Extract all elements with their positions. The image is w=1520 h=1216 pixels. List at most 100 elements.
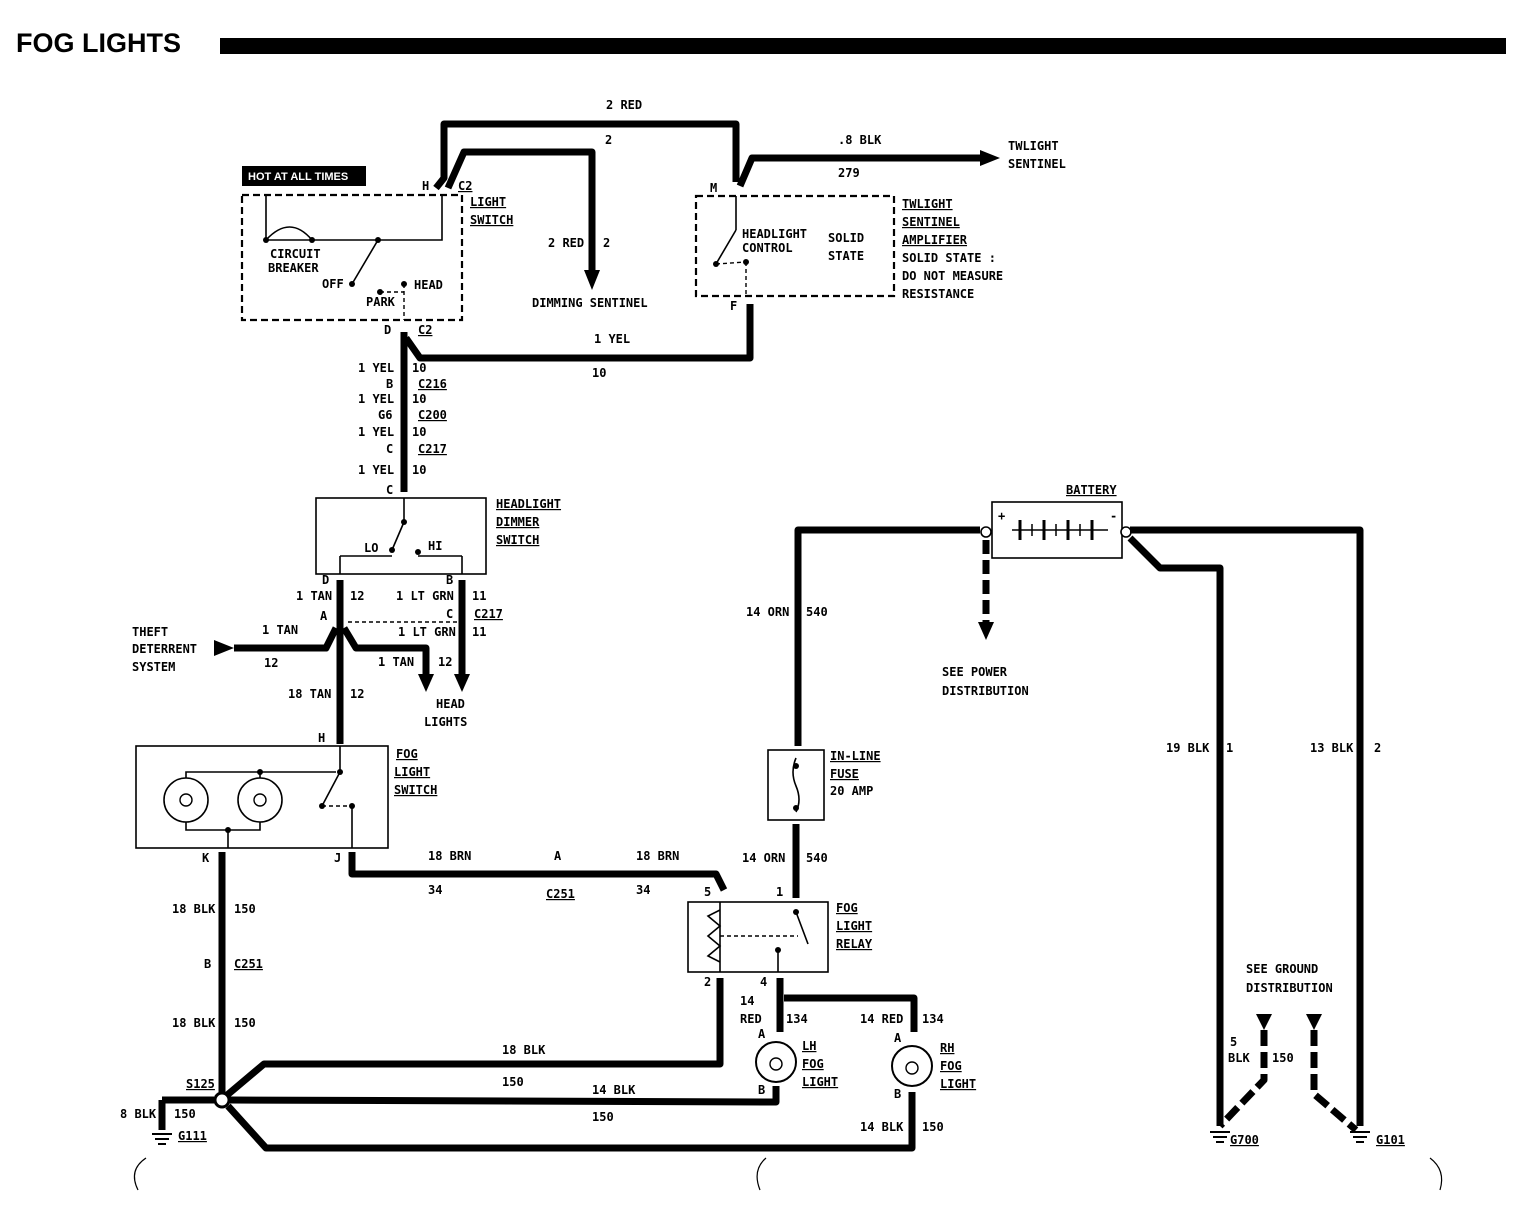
dimmer-switch-pin-d-text: D: [322, 573, 329, 587]
power-dist-label-1: SEE POWER: [942, 665, 1008, 679]
wire-5-blk-ground-dist: 5 BLK 150: [1217, 1014, 1294, 1129]
wires-blk-k1-text: 18 BLK: [172, 902, 216, 916]
wires-orn-top-num-text: 540: [806, 605, 828, 619]
seg2-label-text: 1 YEL: [358, 392, 394, 406]
battery: BATTERY + -: [980, 483, 1132, 559]
seg3-label-text: 1 YEL: [358, 425, 394, 439]
twilight-amp-pin-m-text: M: [710, 181, 717, 195]
wires-grn-b-num-text: 11: [472, 589, 486, 603]
wire-18-tan-num: 12: [350, 687, 364, 701]
wire-ground-dist-g101: [1306, 1014, 1359, 1133]
wires-blk8-gnd-num-text: 150: [174, 1107, 196, 1121]
splice-s125-ground-g111: S125 8 BLK 150 G111: [120, 1077, 231, 1145]
fog-light-relay: 5 1 2 4 FOG LIGHT RELAY: [687, 885, 873, 989]
wires-blk5b-text: BLK: [1228, 1051, 1250, 1065]
wires-yel-top-num-text: 10: [592, 366, 606, 380]
wires-blk13-num-text: 2: [1374, 741, 1381, 755]
seg4-num-text: 10: [412, 463, 426, 477]
grounds-g111-text: G111: [178, 1129, 207, 1143]
wires-grn-c-num-text: 11: [472, 625, 486, 639]
twilight-sentinel-label-1: TWLIGHT: [1008, 139, 1059, 153]
wire-13-blk: 13 BLK 2: [1130, 526, 1381, 1126]
light-switch-cb2-text: BREAKER: [268, 261, 319, 275]
dimmer-switch-pin-c-text: C: [386, 483, 393, 497]
seg3-conn-text: C217: [418, 442, 447, 456]
wire-1-yel-feedback: 1 YEL 10: [403, 304, 754, 380]
ground-g700: G700: [1210, 1131, 1259, 1147]
seg2-pin-text: G6: [378, 408, 392, 422]
in-line-fuse: IN-LINE FUSE 20 AMP: [767, 749, 881, 821]
wires-blk14-lh-num-text: 150: [592, 1110, 614, 1124]
wires-grn-c-text: 1 LT GRN: [398, 625, 456, 639]
light-switch-head-text: HEAD: [414, 278, 443, 292]
light-switch: HOT AT ALL TIMES CIRCUIT BREAKER OFF PAR…: [240, 166, 513, 337]
fog-switch-pin-j-text: J: [334, 851, 341, 865]
binder-hole-mark: [756, 1157, 767, 1191]
theft-label-1: THEFT: [132, 625, 168, 639]
lh-fog-pin-a-text: A: [758, 1027, 766, 1041]
fuse-rating-text: 20 AMP: [830, 784, 873, 798]
wires-tan-d-text: 1 TAN: [296, 589, 332, 603]
seg2-num-text: 10: [412, 392, 426, 406]
light-switch-off-text: OFF: [322, 277, 344, 291]
fuse-label1-text: IN-LINE: [830, 749, 881, 763]
wire-lt-grn-headlights: 1 LT GRN 11 C C217 1 LT GRN 11: [396, 580, 503, 692]
grounds-g101-text: G101: [1376, 1133, 1405, 1147]
twilight-amp-label3-text: AMPLIFIER: [902, 233, 968, 247]
wires-brn-r-num-text: 34: [636, 883, 650, 897]
wires-brn-r-text: 18 BRN: [636, 849, 679, 863]
twilight-amp-inner1-text: HEADLIGHT: [742, 227, 807, 241]
wires-red2-top-num-text: 2: [605, 133, 612, 147]
relay-label1-text: FOG: [836, 901, 858, 915]
relay-label2-text: LIGHT: [836, 919, 872, 933]
page-title: FOG LIGHTS: [16, 28, 181, 58]
twilight-amp-note2-text: DO NOT MEASURE: [902, 269, 1003, 283]
battery-plus-text: +: [998, 509, 1005, 523]
wires-conn-c217-text: C217: [474, 607, 503, 621]
twilight-amp-label2-text: SENTINEL: [902, 215, 960, 229]
twilight-amp-note1-text: SOLID STATE :: [902, 251, 996, 265]
wires-red-lh2-text: RED: [740, 1012, 762, 1026]
light-switch-conn-bot-text: C2: [418, 323, 432, 337]
binder-hole-mark: [133, 1157, 147, 1191]
wires-yel-top-text: 1 YEL: [594, 332, 630, 346]
seg1-conn-text: C216: [418, 377, 447, 391]
ground-dist-label-2: DISTRIBUTION: [1246, 981, 1333, 995]
relay-pin2-text: 2: [704, 975, 711, 989]
wires-pin-c-text: C: [446, 607, 453, 621]
wires-blk-k2-text: 18 BLK: [172, 1016, 216, 1030]
wires-blk5a-text: 5: [1230, 1035, 1237, 1049]
fog-light-switch: H FOG LIGHT SWITCH K J: [135, 731, 437, 865]
wires-brn-conn-text: C251: [546, 887, 575, 901]
relay-label3-text: RELAY: [836, 937, 873, 951]
fog-switch-label3-text: SWITCH: [394, 783, 437, 797]
twilight-sentinel-amplifier: HEADLIGHT CONTROL SOLID STATE M F TWLIGH…: [694, 181, 1003, 313]
theft-label-2: DETERRENT: [132, 642, 197, 656]
wire-18-tan-label: 18 TAN: [288, 687, 331, 701]
dimmer-switch-pin-b-text: B: [446, 573, 453, 587]
wires-red2-side-text: 2 RED: [548, 236, 584, 250]
theft-label-3: SYSTEM: [132, 660, 175, 674]
wires-blk19-num-text: 1: [1226, 741, 1233, 755]
wire-1-yel-column: 1 YEL 10 B C216 1 YEL 10 G6 C200 1 YEL 1…: [358, 332, 447, 492]
seg1-num-text: 10: [412, 361, 426, 375]
twilight-amp-solid1-text: SOLID: [828, 231, 864, 245]
wires-red2-top-text: 2 RED: [606, 98, 642, 112]
light-switch-pin-d-text: D: [384, 323, 391, 337]
wires-blk14-rh-num-text: 150: [922, 1120, 944, 1134]
dimming-sentinel-label: DIMMING SENTINEL: [532, 296, 648, 310]
seg1-pin-text: B: [386, 377, 393, 391]
wire-18-blk-ground: 18 BLK 150 B C251 18 BLK 150: [172, 852, 263, 1098]
wires-tan-d-num-text: 12: [350, 589, 364, 603]
power-dist-label-2: DISTRIBUTION: [942, 684, 1029, 698]
rh-fog-label2-text: FOG: [940, 1059, 962, 1073]
wires-tan-theft-num-text: 12: [264, 656, 278, 670]
wire-14-red: 14 RED 134 14 RED 134: [740, 978, 944, 1032]
wires-brn-l-text: 18 BRN: [428, 849, 471, 863]
wires-blk-conn-text: C251: [234, 957, 263, 971]
fog-switch-pin-h-text: H: [318, 731, 325, 745]
rh-fog-light: A B RH FOG LIGHT: [891, 1031, 976, 1101]
relay-pin5-text: 5: [704, 885, 711, 899]
lh-fog-pin-b-text: B: [758, 1083, 765, 1097]
